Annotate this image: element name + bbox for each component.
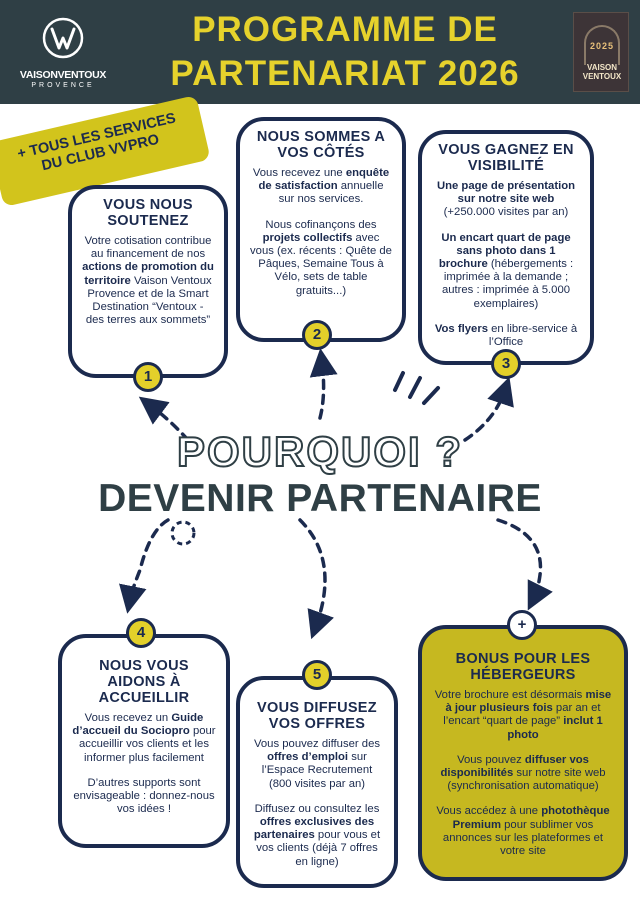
card-at-your-side: NOUS SOMMES A VOS CÔTÉS Vous recevez une… — [236, 117, 406, 342]
text-fragment: avec vous (ex. récents : Quête de Pâques… — [250, 231, 392, 297]
text-highlight: photothèque Premium — [452, 805, 610, 831]
card-title: NOUS VOUS AIDONS À ACCUEILLIR — [98, 658, 190, 706]
card-title: NOUS SOMMES A VOS CÔTÉS — [256, 129, 386, 161]
card-text: Une page de présentation sur notre site … — [432, 180, 580, 349]
arrow-to-card-2 — [309, 348, 338, 420]
card-support: VOUS NOUS SOUTENEZ Votre cotisation cont… — [68, 185, 228, 378]
text-fragment: annuelle sur nos services. — [278, 180, 384, 206]
spark-lines-icon — [393, 371, 440, 405]
logo-name: VAISONVENTOUX — [19, 69, 107, 81]
card-welcome-help: NOUS VOUS AIDONS À ACCUEILLIR Vous recev… — [58, 634, 230, 848]
card-title: VOUS DIFFUSEZ VOS OFFRES — [257, 700, 377, 732]
card-share-offers: VOUS DIFFUSEZ VOS OFFRES Vous pouvez dif… — [236, 676, 398, 888]
card-text: Vous recevez un Guide d’accueil du Socio… — [72, 712, 216, 816]
page-title: PROGRAMME DE PARTENARIAT 2026 — [145, 8, 545, 96]
step-number-4: 4 — [126, 618, 156, 648]
arrow-to-card-5 — [298, 518, 334, 640]
thumbnail-brand: VAISON VENTOUX — [582, 63, 622, 81]
thumbnail-year: 2025 — [589, 41, 615, 51]
text-fragment: (+250.000 visites par an) — [443, 206, 569, 219]
step-number-5: 5 — [302, 660, 332, 690]
card-text: Vous pouvez diffuser des offres d’emploi… — [250, 738, 384, 869]
vaison-ventoux-logo[interactable]: VAISONVENTOUX PROVENCE — [14, 16, 112, 89]
text-highlight: offres exclusives des partenaires — [253, 816, 375, 842]
why-heading: POURQUOI ? — [176, 427, 463, 476]
logo-mark-icon — [42, 17, 84, 59]
card-text: Votre cotisation contribue au financemen… — [82, 235, 214, 327]
text-highlight: mise à jour plusieurs fois — [445, 689, 612, 715]
text-fragment: pour accueillir vos clients et les infor… — [79, 725, 216, 764]
text-fragment: D’autres supports sont envisageable : do… — [73, 776, 215, 816]
text-fragment: Vous pouvez diffuser des — [253, 738, 381, 750]
text-highlight: Une page de présentation sur notre site … — [436, 180, 576, 206]
text-highlight: offres d’emploi — [267, 751, 349, 764]
step-number-2: 2 — [302, 320, 332, 350]
card-title: VOUS GAGNEZ EN VISIBILITÉ — [438, 142, 574, 174]
bonus-plus-badge: + — [507, 610, 537, 640]
arrow-to-card-1 — [138, 396, 190, 442]
card-title: BONUS POUR LES HÉBERGEURS — [455, 651, 591, 683]
text-fragment: (hébergements : imprimée à la demande ; … — [441, 258, 574, 310]
text-highlight: Guide d’accueil du Sociopro — [72, 712, 204, 738]
text-fragment: Vous recevez un — [84, 712, 172, 724]
text-highlight: Vos flyers — [434, 322, 488, 335]
arrow-to-card-3 — [463, 376, 514, 442]
text-fragment: Diffusez ou consultez les — [254, 802, 380, 815]
become-partner-heading: DEVENIR PARTENAIRE — [98, 477, 542, 520]
text-highlight: diffuser vos disponibilités — [440, 753, 589, 780]
text-highlight: enquête de satisfaction — [258, 167, 390, 193]
text-highlight: inclut 1 photo — [507, 715, 603, 741]
arrow-to-card-4 — [119, 518, 170, 614]
text-highlight: Un encart quart de page sans photo dans … — [438, 231, 571, 271]
loop-circle-icon — [170, 520, 196, 546]
header-banner: VAISONVENTOUX PROVENCE PROGRAMME DE PART… — [0, 0, 640, 104]
arch-icon — [584, 25, 620, 65]
text-fragment: par an et l’encart “quart de page” — [443, 702, 601, 728]
text-fragment: Vous recevez une — [252, 167, 346, 179]
card-title: VOUS NOUS SOUTENEZ — [103, 197, 193, 229]
card-visibility: VOUS GAGNEZ EN VISIBILITÉ Une page de pr… — [418, 130, 594, 365]
text-highlight: projets collectifs — [262, 231, 353, 244]
step-number-3: 3 — [491, 349, 521, 379]
text-fragment: pour sublimer vos annonces sur les plate… — [442, 818, 604, 858]
text-fragment: Vous pouvez — [457, 753, 525, 766]
brochure-thumbnail: 2025 VAISON VENTOUX — [573, 12, 629, 92]
text-highlight: actions de promotion du territoire — [82, 261, 214, 287]
text-fragment: Nous cofinançons des — [265, 218, 377, 231]
text-fragment: pour vous et vos clients (déjà 7 offres … — [256, 829, 381, 868]
card-text: Vous recevez une enquête de satisfaction… — [250, 167, 392, 298]
card-bonus-hosts: BONUS POUR LES HÉBERGEURS Votre brochure… — [418, 625, 628, 881]
text-fragment: en libre-service à l’Office — [488, 322, 578, 349]
step-number-1: 1 — [133, 362, 163, 392]
page-title-line2: PARTENARIAT 2026 — [170, 54, 520, 93]
text-fragment: Vous accédez à une — [436, 805, 542, 818]
text-fragment: Votre brochure est désormais — [434, 689, 586, 701]
text-fragment: sur notre site web (synchronisation auto… — [447, 767, 606, 793]
text-fragment: Vaison Ventoux Provence et de la Smart D… — [85, 274, 212, 327]
page-title-line1: PROGRAMME DE — [192, 10, 498, 49]
text-fragment: sur l’Espace Recrutement (800 visites pa… — [261, 751, 373, 790]
text-fragment: Votre cotisation contribue au financemen… — [84, 235, 212, 261]
card-text: Votre brochure est désormais mise à jour… — [432, 689, 614, 858]
arrow-to-bonus — [496, 518, 553, 611]
logo-subtitle: PROVENCE — [31, 82, 95, 89]
